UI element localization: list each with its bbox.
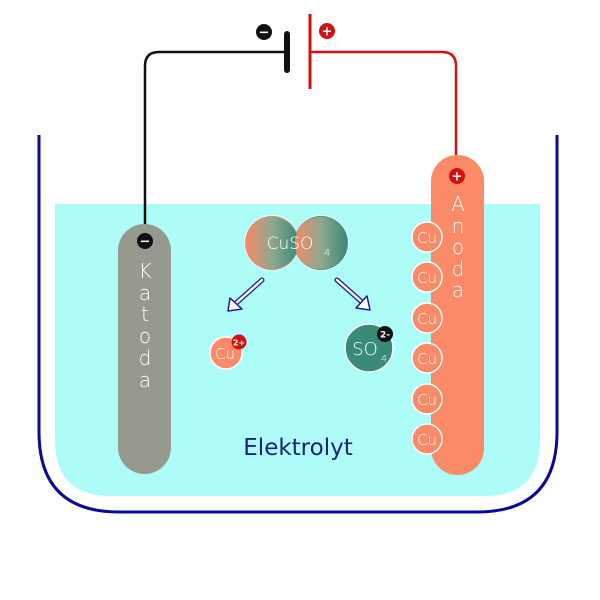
cu-atom: Cu — [411, 302, 443, 334]
svg-text:Cu: Cu — [417, 310, 437, 328]
sulfate-ion: SO 4 2- — [344, 323, 394, 373]
negative-wire — [143, 50, 285, 228]
svg-text:−: − — [259, 26, 270, 41]
cathode-label: K a t o d a — [138, 259, 151, 392]
anode-letter: a — [452, 278, 464, 302]
cathode — [118, 224, 171, 474]
cuso4-molecule: CuSO 4 — [244, 215, 349, 271]
copper-charge-badge: 2+ — [231, 334, 247, 350]
cu-atom: Cu — [411, 221, 443, 253]
arrow-left — [227, 277, 265, 312]
anode-atoms: Cu Cu Cu Cu Cu Cu — [411, 221, 443, 455]
svg-text:2-: 2- — [380, 331, 390, 341]
anode-letter: n — [452, 214, 465, 238]
anode-label: A n o d a — [451, 192, 465, 302]
svg-text:SO: SO — [352, 339, 378, 360]
svg-text:Cu: Cu — [417, 431, 437, 449]
positive-wire — [311, 50, 458, 160]
copper-ion: Cu 2+ — [209, 334, 247, 370]
svg-text:Cu: Cu — [417, 350, 437, 368]
cu-atom: Cu — [411, 383, 443, 415]
cathode-letter: o — [139, 324, 151, 348]
anode-letter: d — [452, 257, 465, 281]
cathode-letter: a — [139, 281, 151, 305]
anode-letter: o — [452, 235, 464, 259]
cuso4-formula: CuSO — [267, 234, 314, 254]
arrow-right — [334, 277, 371, 311]
battery-negative-icon: − — [256, 24, 272, 41]
sulfate-charge-badge: 2- — [377, 326, 393, 342]
cathode-negative-icon: − — [137, 233, 153, 250]
svg-text:Cu: Cu — [417, 229, 437, 247]
cathode-letter: d — [139, 346, 152, 370]
svg-text:Cu: Cu — [417, 391, 437, 409]
anode-positive-icon: + — [449, 168, 465, 185]
cu-atom: Cu — [411, 423, 443, 455]
svg-text:+: + — [452, 170, 463, 185]
electrolyte-label: Elektrolyt — [243, 435, 352, 461]
cathode-letter: t — [141, 302, 149, 326]
cathode-letter: K — [138, 259, 151, 283]
svg-text:−: − — [140, 235, 151, 250]
cu-atom: Cu — [411, 342, 443, 374]
cathode-letter: a — [139, 368, 151, 392]
battery-positive-icon: + — [319, 23, 335, 40]
cu-atom: Cu — [411, 261, 443, 293]
cuso4-subscript: 4 — [324, 248, 330, 259]
svg-text:Cu: Cu — [417, 269, 437, 287]
anode — [431, 155, 484, 475]
svg-text:2+: 2+ — [233, 339, 245, 348]
svg-text:4: 4 — [381, 354, 387, 365]
svg-text:Cu: Cu — [215, 345, 235, 363]
svg-text:+: + — [322, 25, 333, 40]
anode-letter: A — [451, 192, 465, 216]
container — [37, 135, 559, 514]
